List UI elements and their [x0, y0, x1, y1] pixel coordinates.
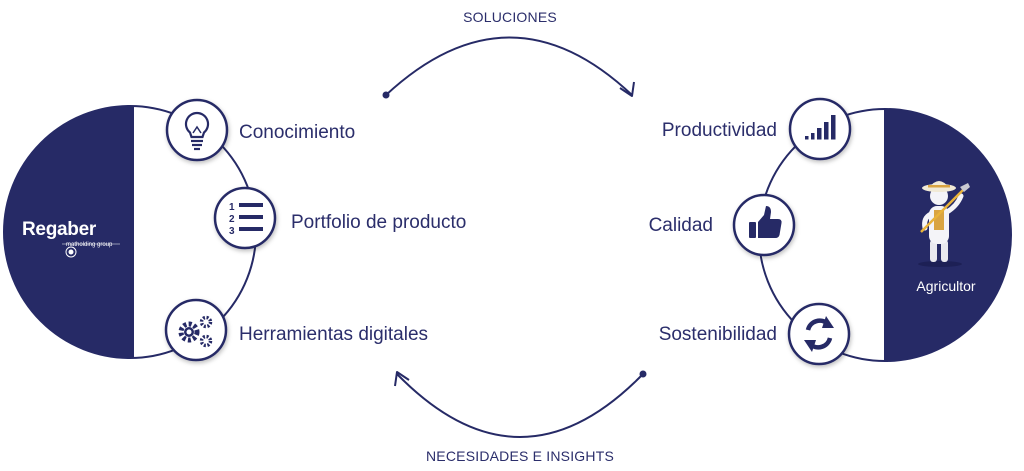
svg-text:2: 2	[229, 214, 235, 225]
regaber-logo-word: Regaber	[22, 219, 96, 240]
thumbs-up-icon	[732, 193, 796, 257]
regaber-logo: Regaber matholding group	[22, 219, 112, 248]
svg-text:1: 1	[229, 202, 235, 213]
necesidades-insights-label: NECESIDADES E INSIGHTS	[426, 448, 614, 464]
lightbulb-icon	[165, 98, 229, 162]
calidad-label: Calidad	[648, 215, 713, 236]
conocimiento-label: Conocimiento	[239, 122, 356, 143]
soluciones-arrow	[382, 36, 635, 99]
sostenibilidad-label: Sostenibilidad	[658, 324, 777, 345]
regaber-logo-mark	[62, 243, 120, 258]
gears-icon	[164, 298, 228, 362]
portfolio-producto-label: Portfolio de producto	[291, 212, 467, 233]
regaber-logo-subtitle: matholding group	[66, 242, 113, 248]
agricultor-label: Agricultor	[916, 278, 976, 294]
productividad-label: Productividad	[661, 120, 777, 141]
svg-text:3: 3	[229, 226, 235, 237]
herramientas-digitales-label: Herramientas digitales	[239, 324, 429, 345]
soluciones-label: SOLUCIONES	[463, 9, 557, 25]
refresh-icon	[787, 302, 851, 366]
farmer-figure	[918, 181, 970, 267]
bar-chart-icon	[788, 97, 852, 161]
numbered-list-icon: 1 2 3	[213, 186, 277, 250]
necesidades-arrow	[394, 370, 647, 438]
